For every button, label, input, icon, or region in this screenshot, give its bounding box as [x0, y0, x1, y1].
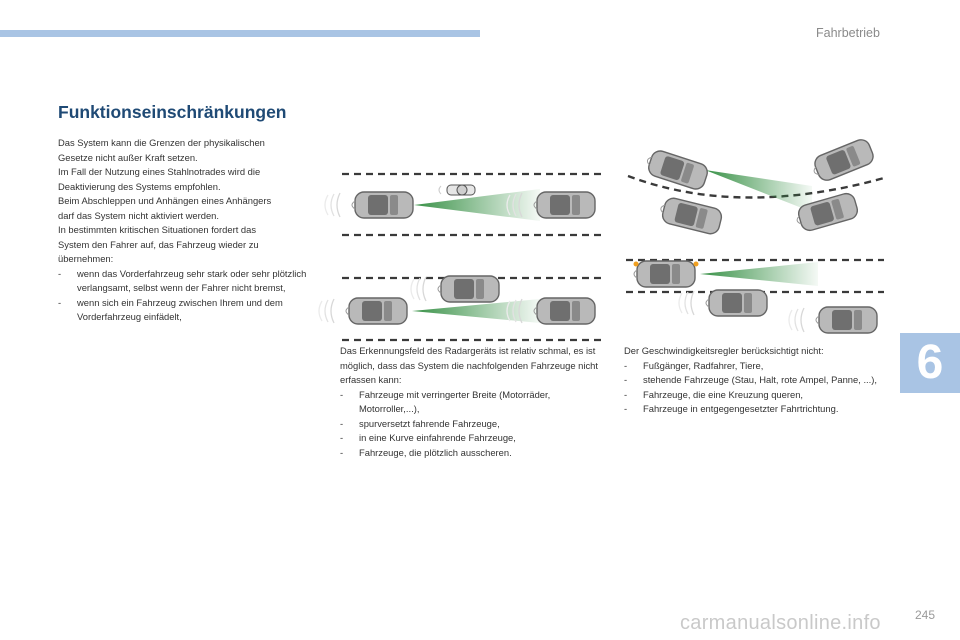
text-line: Im Fall der Nutzung eines Stahlnotrades … — [58, 166, 261, 177]
watermark: carmanualsonline.info — [680, 612, 881, 634]
list-item-text: Fußgänger, Radfahrer, Tiere, — [643, 359, 764, 371]
chapter-title: Fahrbetrieb — [816, 26, 880, 40]
own-car-icon — [633, 260, 696, 288]
page-number: 245 — [915, 608, 936, 622]
bullet-dash: - — [340, 432, 344, 443]
text-line: übernehmen: — [58, 253, 114, 264]
bullet-dash: - — [624, 374, 628, 385]
radar-beam — [705, 170, 812, 212]
list-item: - Fahrzeuge, die plötzlich ausscheren. — [340, 446, 605, 461]
diagram-cut-in — [626, 258, 884, 334]
own-car-icon — [345, 297, 408, 325]
list-item-text: in eine Kurve einfahrende Fahrzeuge, — [359, 432, 516, 443]
list-item: - Fahrzeuge in entgegengesetzter Fahrtric… — [624, 402, 886, 417]
intro-column: Das System kann die Grenzen der physikal… — [58, 136, 320, 325]
indicator-light-icon — [693, 261, 699, 267]
list-item-text: stehende Fahrzeuge (Stau, Halt, rote Amp… — [643, 374, 877, 385]
car-icon — [533, 191, 596, 219]
paragraph: Der Geschwindigkeitsregler berücksichtig… — [624, 345, 824, 356]
motion-trail — [318, 298, 335, 324]
chapter-color-bar — [0, 30, 480, 37]
paragraph: Das Erkennungsfeld des Radargeräts ist r… — [340, 345, 598, 385]
own-car-icon — [351, 191, 414, 219]
bullet-dash: - — [340, 417, 344, 429]
text-line: In bestimmten kritischen Situationen for… — [58, 224, 257, 235]
bullet-dash: - — [624, 403, 628, 414]
section-title: Funktionseinschränkungen — [58, 102, 287, 122]
bullet-dash: - — [340, 446, 344, 458]
motion-trail — [324, 192, 341, 218]
list-item: - stehende Fahrzeuge (Stau, Halt, rote Am… — [624, 373, 886, 388]
car-icon — [705, 289, 768, 317]
list-item: - wenn das Vorderfahrzeug sehr stark oder… — [58, 267, 320, 296]
motion-trail — [678, 290, 695, 316]
list-item: - spurversetzt fahrende Fahrzeuge, — [340, 417, 605, 432]
car-icon — [808, 136, 877, 185]
list-item: - Fahrzeuge, die eine Kreuzung queren, — [624, 388, 886, 403]
diagram-offset-vehicle — [318, 275, 602, 342]
car-icon — [533, 297, 596, 325]
list-item-text: Fahrzeuge, die eine Kreuzung queren, — [643, 388, 804, 400]
text-line: Gesetze nicht außer Kraft setzen. — [58, 151, 198, 163]
text-line: Das System kann die Grenzen der physikal… — [58, 137, 265, 148]
motorbike-icon — [438, 184, 476, 196]
list-item: - wenn sich ein Fahrzeug zwischen Ihrem u… — [58, 296, 320, 325]
diagram-curve — [627, 136, 885, 237]
text-line: Deaktivierung des Systems empfohlen. — [58, 180, 221, 192]
motion-trail — [788, 307, 805, 333]
bullet-dash: - — [58, 296, 62, 308]
motion-trail — [410, 276, 427, 302]
offset-car-icon — [437, 275, 500, 303]
list-item-text: Fahrzeuge in entgegengesetzter Fahrtrich… — [643, 403, 839, 414]
list-item: - Fußgänger, Radfahrer, Tiere, — [624, 359, 886, 374]
text-line: Beim Abschleppen und Anhängen eines Anhä… — [58, 195, 272, 206]
not-considered-column: Der Geschwindigkeitsregler berücksichtig… — [624, 344, 886, 417]
list-item-text: Fahrzeuge, die plötzlich ausscheren. — [359, 446, 512, 458]
diagram-narrow-vehicle — [324, 172, 602, 237]
text-line: darf das System nicht aktiviert werden. — [58, 209, 220, 221]
list-item-text: wenn das Vorderfahrzeug sehr stark oder … — [77, 267, 307, 294]
bullet-dash: - — [624, 388, 628, 400]
bullet-dash: - — [58, 267, 62, 279]
indicator-light-icon — [633, 261, 639, 267]
radar-limits-column: Das Erkennungsfeld des Radargeräts ist r… — [340, 344, 605, 460]
bullet-dash: - — [340, 388, 344, 400]
bullet-dash: - — [624, 359, 628, 371]
list-item: - in eine Kurve einfahrende Fahrzeuge, — [340, 431, 605, 446]
list-item-text: Fahrzeuge mit verringerter Breite (Motor… — [359, 388, 551, 415]
radar-beam — [700, 262, 818, 286]
list-item-text: spurversetzt fahrende Fahrzeuge, — [359, 417, 500, 429]
list-item-text: wenn sich ein Fahrzeug zwischen Ihrem un… — [77, 296, 283, 323]
lane-line — [627, 174, 885, 199]
list-item: - Fahrzeuge mit verringerter Breite (Moto… — [340, 388, 605, 417]
car-icon — [657, 194, 724, 237]
chapter-number-tab: 6 — [900, 333, 960, 393]
text-line: System den Fahrer auf, das Fahrzeug wied… — [58, 238, 259, 250]
car-icon — [815, 306, 878, 334]
